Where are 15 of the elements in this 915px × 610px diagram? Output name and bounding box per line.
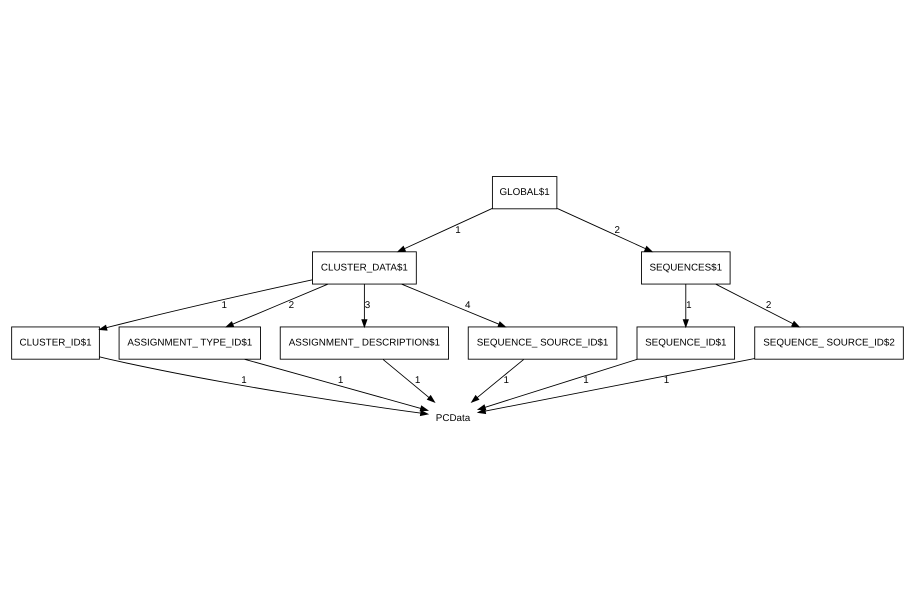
edge-label: 1: [414, 374, 420, 386]
edge-label: 1: [583, 374, 589, 386]
node-text: PCData: [436, 412, 470, 424]
edge-label: 2: [766, 300, 772, 311]
edge-label: 3: [364, 300, 370, 311]
edge-label: 4: [465, 300, 471, 311]
edge-label: 2: [614, 224, 620, 236]
edge-label: 1: [686, 300, 692, 311]
edge-label: 1: [504, 374, 510, 386]
edge-label: 1: [338, 374, 344, 386]
edge-label: 1: [455, 224, 461, 236]
edge-label: 1: [241, 374, 247, 386]
edge-label: 2: [288, 300, 294, 311]
edge-label: 1: [664, 374, 670, 386]
edge-label: 1: [222, 300, 228, 311]
